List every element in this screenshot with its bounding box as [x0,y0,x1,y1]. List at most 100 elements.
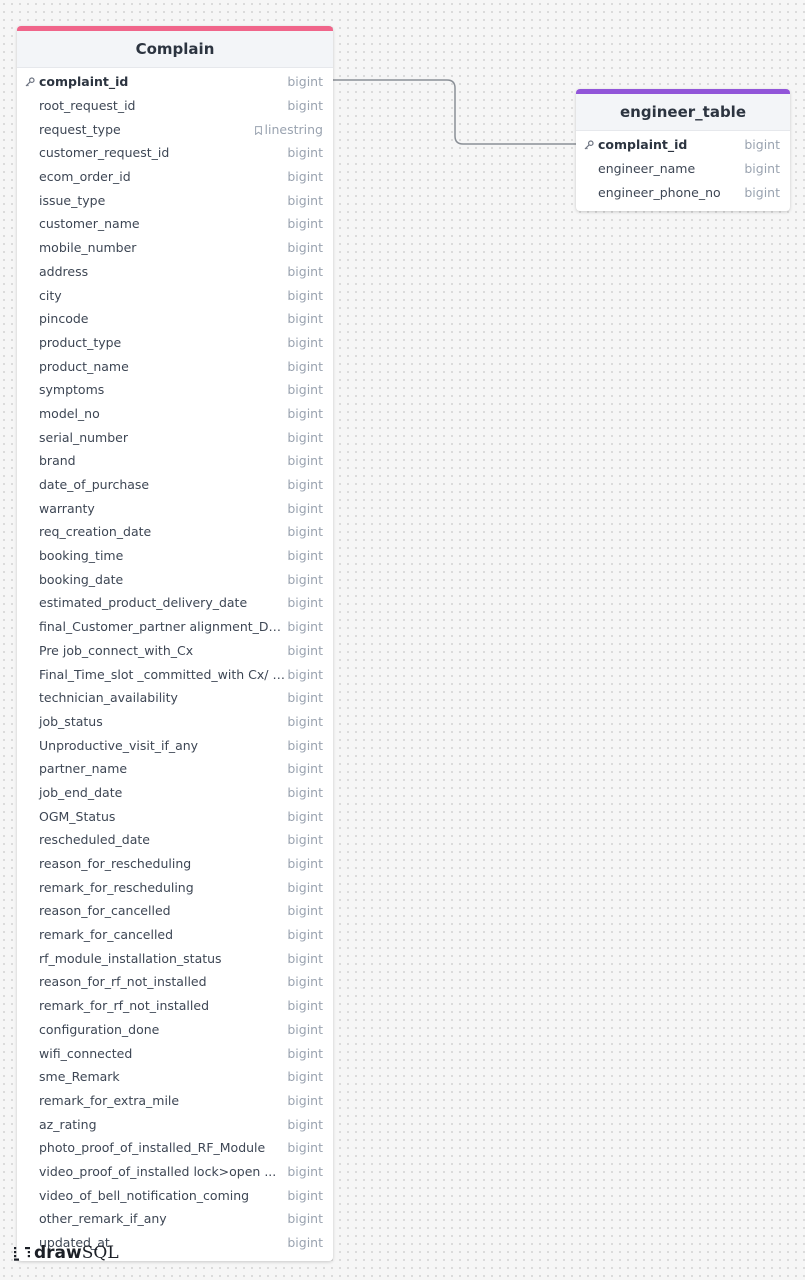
column-name: OGM_Status [39,808,116,824]
column-name: remark_for_rf_not_installed [39,998,210,1014]
complain-table-header[interactable]: Complain [17,31,333,68]
column-name: remark_for_extra_mile [39,1092,180,1108]
complain-column-row[interactable]: video_proof_of_installed lock>open ...bi… [17,1160,333,1184]
column-type: bigint [287,1188,333,1203]
column-type: bigint [287,548,333,563]
column-type-label: bigint [287,856,323,872]
column-name: complaint_id [598,137,688,153]
complain-column-row[interactable]: brand bigint [17,449,333,473]
column-type-label: bigint [287,382,323,398]
primary-key-icon [584,140,594,150]
column-name: final_Customer_partner alignment_Date [39,619,288,635]
column-type-label: bigint [287,737,323,753]
column-type: bigint [287,430,333,445]
column-name: Final_Time_slot _committed_with Cx/ Px [39,666,288,682]
column-type-label: bigint [287,761,323,777]
column-type-label: bigint [287,879,323,895]
column-type-label: bigint [287,903,323,919]
column-type-label: linestring [264,121,323,137]
column-type-label: bigint [287,1235,323,1251]
column-type: bigint [287,880,333,895]
column-type: bigint [287,761,333,776]
column-type: bigint [287,145,333,160]
column-name: job_end_date [39,784,123,800]
column-type: bigint [744,185,790,200]
column-type: bigint [287,453,333,468]
column-type: bigint [287,1022,333,1037]
column-type: bigint [287,785,333,800]
column-type: bigint [287,667,333,682]
column-name: brand [39,453,76,469]
column-type-label: bigint [287,974,323,990]
column-type: bigint [287,1046,333,1061]
column-type-label: bigint [287,1045,323,1061]
column-type: bigint [287,974,333,989]
column-type-label: bigint [287,216,323,232]
complain-column-row[interactable]: remark_for_extra_mile bigint [17,1089,333,1113]
column-name: remark_for_cancelled [39,927,174,943]
column-name: video_proof_of_installed lock>open ... [39,1163,277,1179]
column-type: bigint [287,406,333,421]
column-name: reason_for_rf_not_installed [39,974,207,990]
column-type: bigint [287,1235,333,1250]
column-type: bigint [287,311,333,326]
engineer-table-header[interactable]: engineer_table [576,94,790,131]
column-type: bigint [287,714,333,729]
column-type-label: bigint [287,1092,323,1108]
complain-column-row[interactable]: job_end_date bigint [17,781,333,805]
complain-column-row[interactable]: reason_for_rf_not_installed bigint [17,970,333,994]
